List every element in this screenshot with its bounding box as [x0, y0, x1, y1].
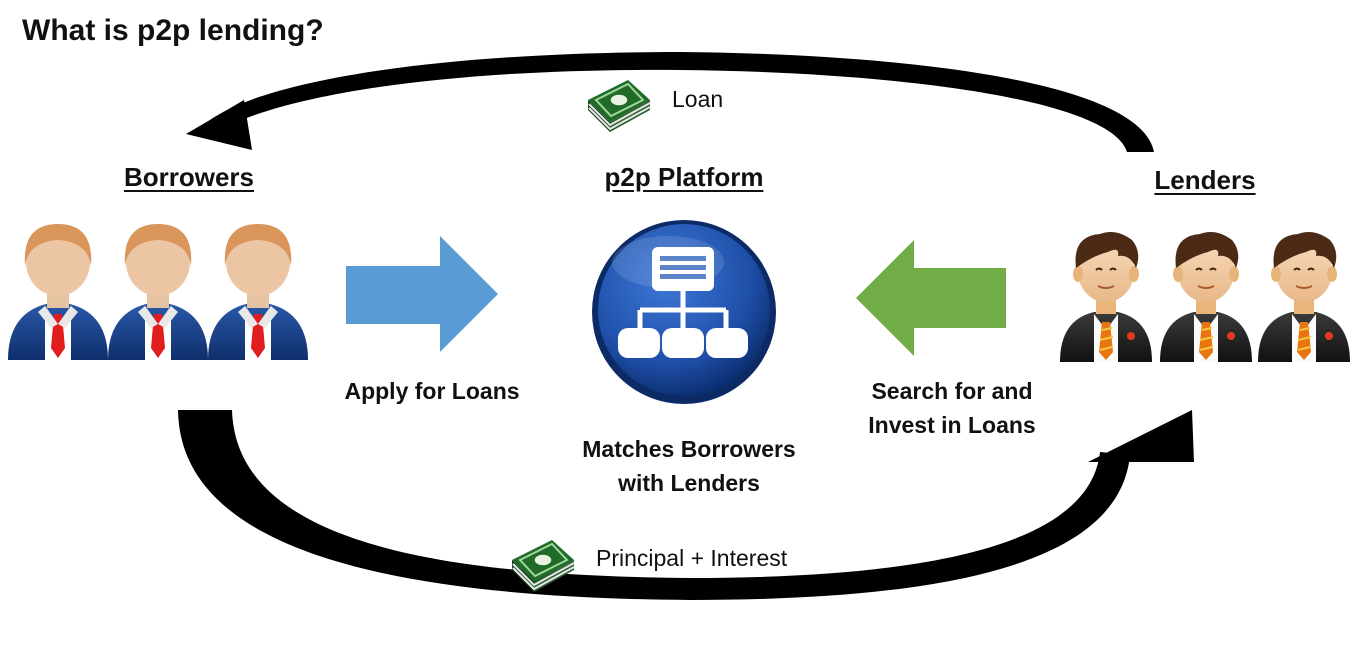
repay-cycle-arrowhead [1088, 410, 1194, 462]
repay-label: Principal + Interest [596, 545, 788, 571]
page-title: What is p2p lending? [22, 14, 324, 47]
lenders-heading: Lenders [1154, 165, 1256, 195]
platform-caption-line1: Matches Borrowers [582, 436, 796, 462]
borrower-group [8, 224, 308, 360]
businessman-blue-suit-icon [208, 224, 308, 360]
apply-arrow [346, 236, 498, 352]
invest-arrow [856, 240, 1006, 356]
platform-heading: p2p Platform [604, 162, 764, 192]
money-stack-icon [587, 79, 651, 133]
lender-group [1059, 231, 1351, 363]
businessman-blue-suit-icon [108, 224, 208, 360]
loan-label: Loan [672, 86, 724, 112]
platform-caption: Matches Borrowers with Lenders [554, 432, 824, 500]
apply-label: Apply for Loans [344, 378, 520, 404]
invest-label-line2: Invest in Loans [868, 412, 1036, 438]
businessman-dark-suit-icon [1257, 231, 1351, 363]
businessman-dark-suit-icon [1059, 231, 1153, 363]
loan-cycle-arrow [210, 52, 1154, 152]
network-hierarchy-icon [592, 220, 776, 404]
borrowers-heading: Borrowers [123, 162, 255, 192]
invest-label: Search for and Invest in Loans [842, 374, 1062, 442]
loan-cycle-arrowhead [186, 100, 252, 150]
businessman-blue-suit-icon [8, 224, 108, 360]
platform-caption-line2: with Lenders [618, 470, 760, 496]
businessman-dark-suit-icon [1159, 231, 1253, 363]
invest-label-line1: Search for and [871, 378, 1033, 404]
